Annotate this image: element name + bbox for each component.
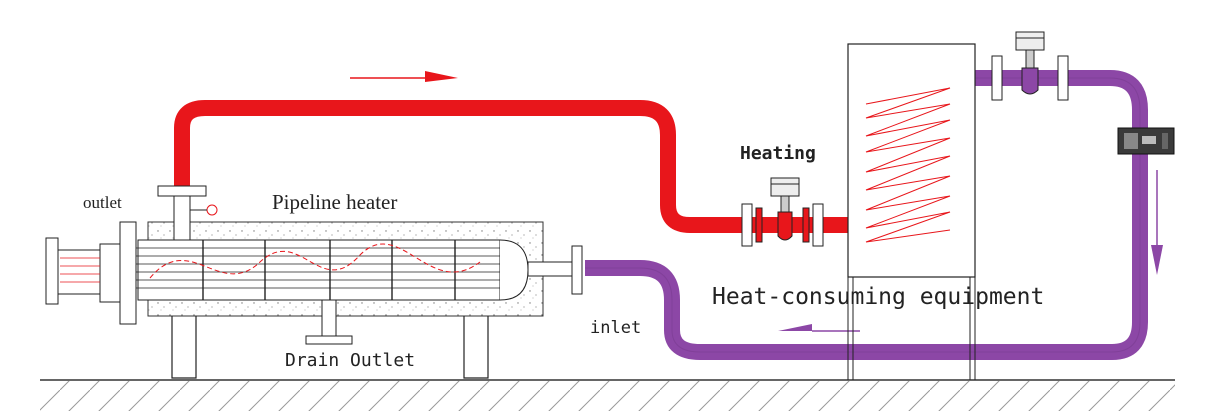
- drain-outlet-label: Drain Outlet: [285, 350, 416, 371]
- pipeline-heater: [45, 185, 583, 379]
- cold-return-pipe: [585, 70, 1148, 360]
- arrow-right-icon: [350, 71, 458, 82]
- heat-consuming-equipment-label: Heat-consuming equipment: [712, 284, 1045, 310]
- outlet-label: outlet: [83, 193, 122, 212]
- heating-label: Heating: [740, 143, 816, 164]
- heating-coil: [865, 87, 951, 243]
- arrow-down-icon: [1151, 170, 1163, 275]
- controller-icon: [1117, 127, 1175, 155]
- hot-supply-pipe: [174, 100, 850, 233]
- valve-icon: [741, 177, 824, 247]
- valve-icon: [991, 31, 1069, 101]
- heat-consuming-equipment: [847, 43, 976, 380]
- pipeline-heater-label: Pipeline heater: [272, 190, 398, 214]
- ground: [40, 379, 1175, 411]
- inlet-label: inlet: [590, 318, 642, 338]
- arrow-left-icon: [778, 324, 860, 332]
